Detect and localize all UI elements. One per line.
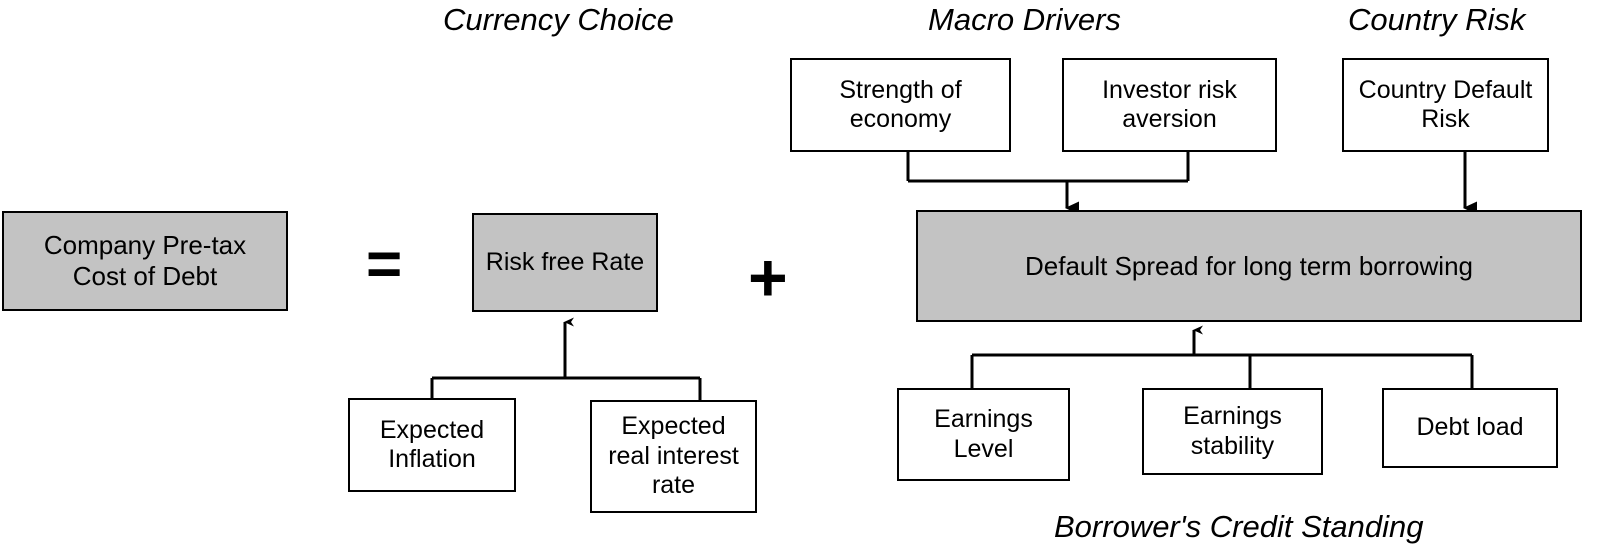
node-investor-risk-aversion[interactable]: Investor risk aversion: [1062, 58, 1277, 152]
macro-drivers-connector: [906, 152, 1190, 215]
node-label: Investor risk aversion: [1102, 75, 1237, 134]
equals-operator: =: [366, 230, 403, 299]
plus-operator: +: [748, 240, 788, 316]
node-company-pretax-cost-of-debt[interactable]: Company Pre-tax Cost of Debt: [2, 211, 288, 311]
node-debt-load[interactable]: Debt load: [1382, 388, 1558, 468]
node-earnings-level[interactable]: Earnings Level: [897, 388, 1070, 481]
node-label: Expected Inflation: [379, 415, 485, 474]
node-label: Debt load: [1416, 413, 1524, 442]
group-label-currency-choice: Currency Choice: [443, 2, 674, 37]
node-country-default-risk[interactable]: Country Default Risk: [1342, 58, 1549, 152]
node-strength-of-economy[interactable]: Strength of economy: [790, 58, 1011, 152]
node-label: Strength of economy: [839, 75, 962, 134]
node-label: Default Spread for long term borrowing: [1024, 250, 1473, 281]
node-label: Country Default Risk: [1358, 75, 1533, 134]
node-label: Earnings Level: [934, 405, 1033, 463]
node-expected-real-interest-rate[interactable]: Expected real interest rate: [590, 400, 757, 513]
node-default-spread[interactable]: Default Spread for long term borrowing: [916, 210, 1582, 322]
node-label: Company Pre-tax Cost of Debt: [43, 230, 247, 291]
node-label: Expected real interest rate: [608, 412, 739, 500]
group-label-borrowers-credit-standing: Borrower's Credit Standing: [1054, 509, 1424, 544]
group-label-macro-drivers: Macro Drivers: [928, 2, 1121, 37]
group-label-country-risk: Country Risk: [1348, 2, 1526, 37]
node-risk-free-rate[interactable]: Risk free Rate: [472, 213, 658, 312]
node-label: Risk free Rate: [485, 247, 645, 276]
node-label: Earnings stability: [1183, 402, 1282, 460]
node-expected-inflation[interactable]: Expected Inflation: [348, 398, 516, 492]
node-earnings-stability[interactable]: Earnings stability: [1142, 388, 1323, 475]
